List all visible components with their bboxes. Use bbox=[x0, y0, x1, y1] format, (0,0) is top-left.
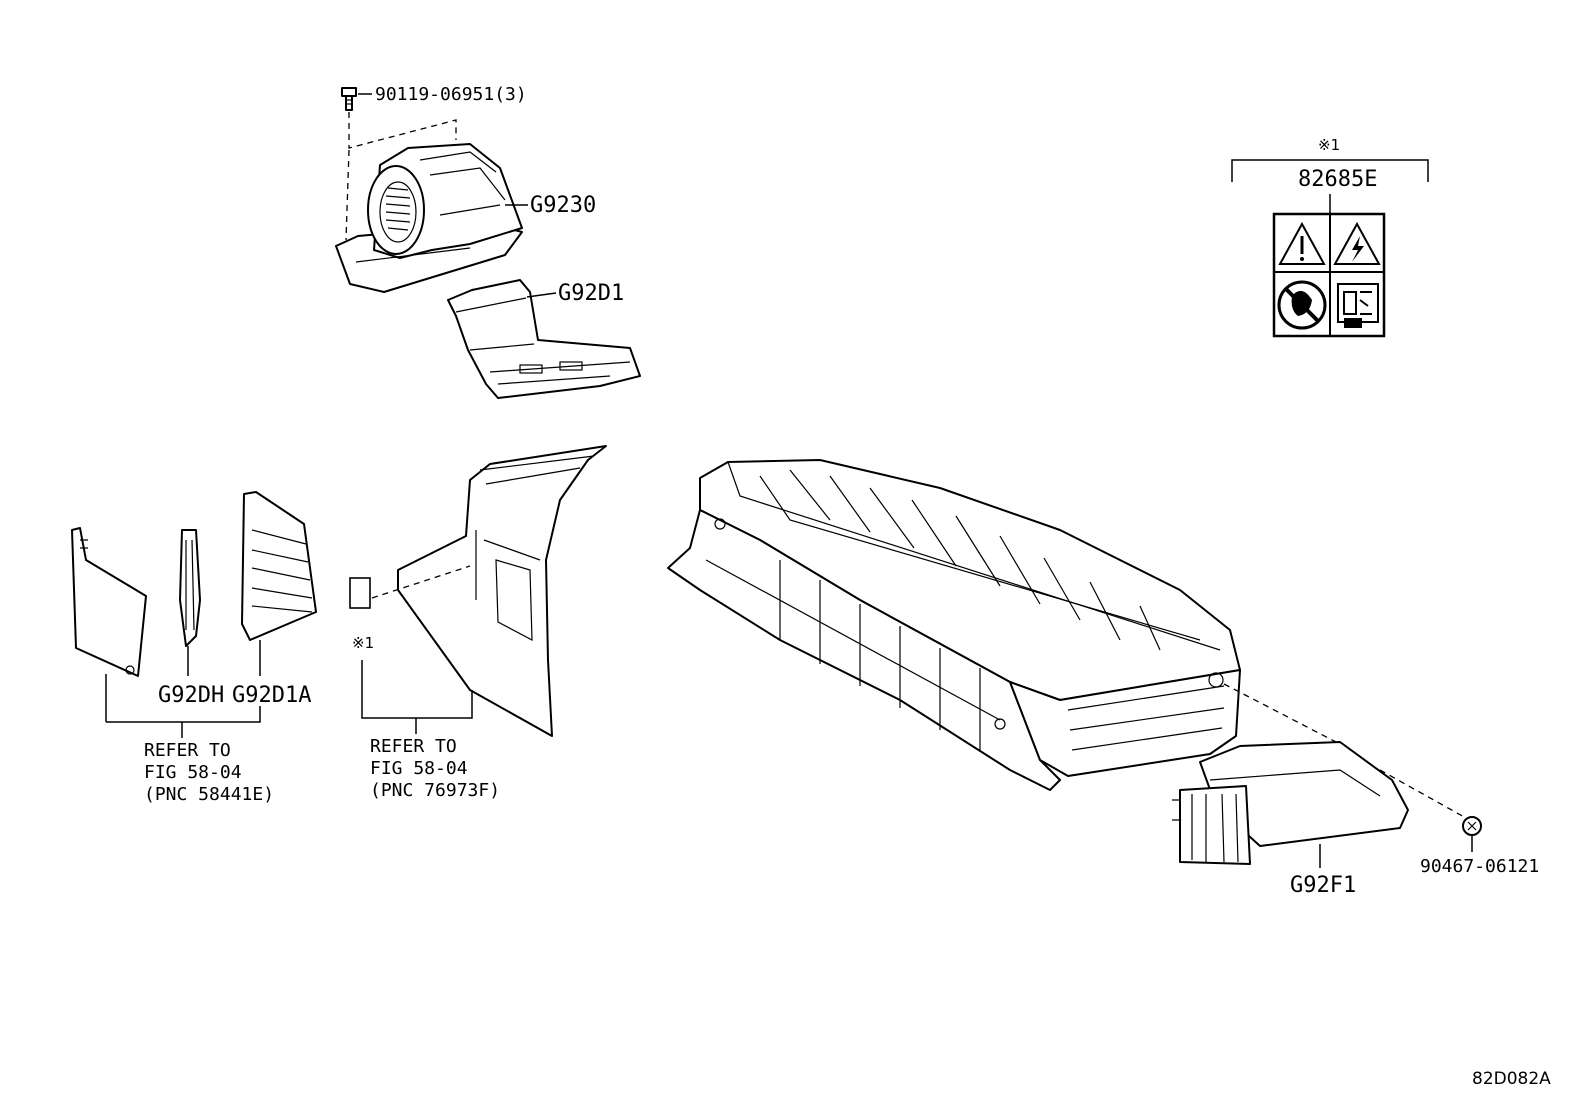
duct-1a-part[interactable] bbox=[241, 491, 317, 641]
clip-part[interactable] bbox=[1462, 816, 1482, 836]
bolt-part[interactable] bbox=[341, 87, 357, 111]
refer-left-line1: REFER TO bbox=[144, 740, 231, 761]
refer-left-line2: FIG 58-04 bbox=[144, 762, 242, 783]
intake-duct-part[interactable] bbox=[447, 279, 641, 399]
caution-label-part-number: 82685E bbox=[1298, 167, 1377, 192]
duct-h-part[interactable] bbox=[179, 529, 201, 647]
caution-label-part[interactable] bbox=[1272, 212, 1386, 338]
clip-part-number: 90467-06121 bbox=[1420, 856, 1539, 877]
small-caution-label[interactable] bbox=[349, 577, 371, 609]
small-label-note: ※1 bbox=[352, 634, 374, 652]
intake-duct-part-number: G92D1 bbox=[558, 281, 624, 306]
refer-right-line3: (PNC 76973F) bbox=[370, 780, 500, 801]
duct-h-part-number: G92DH bbox=[158, 683, 224, 708]
electric-shock-icon bbox=[1333, 221, 1381, 265]
diagram-id: 82D082A bbox=[1472, 1069, 1551, 1089]
caution-label-note: ※1 bbox=[1318, 136, 1340, 154]
hybrid-battery-pack[interactable] bbox=[667, 459, 1241, 791]
duct-1a-part-number: G92D1A bbox=[232, 683, 311, 708]
refer-right-line2: FIG 58-04 bbox=[370, 758, 468, 779]
bolt-part-number: 90119-06951(3) bbox=[375, 84, 527, 105]
refer-right-line1: REFER TO bbox=[370, 736, 457, 757]
exhaust-duct-part-number: G92F1 bbox=[1290, 873, 1356, 898]
manual-book-icon bbox=[1337, 283, 1379, 328]
duct-cover-panel[interactable] bbox=[71, 527, 147, 677]
blower-part-number: G9230 bbox=[530, 193, 596, 218]
side-trim-panel[interactable] bbox=[397, 445, 607, 737]
exhaust-duct-part[interactable] bbox=[1172, 741, 1409, 865]
warning-triangle-icon bbox=[1278, 221, 1326, 265]
refer-left-line3: (PNC 58441E) bbox=[144, 784, 274, 805]
blower-assembly[interactable] bbox=[335, 143, 523, 293]
no-disassembly-icon bbox=[1277, 280, 1327, 330]
